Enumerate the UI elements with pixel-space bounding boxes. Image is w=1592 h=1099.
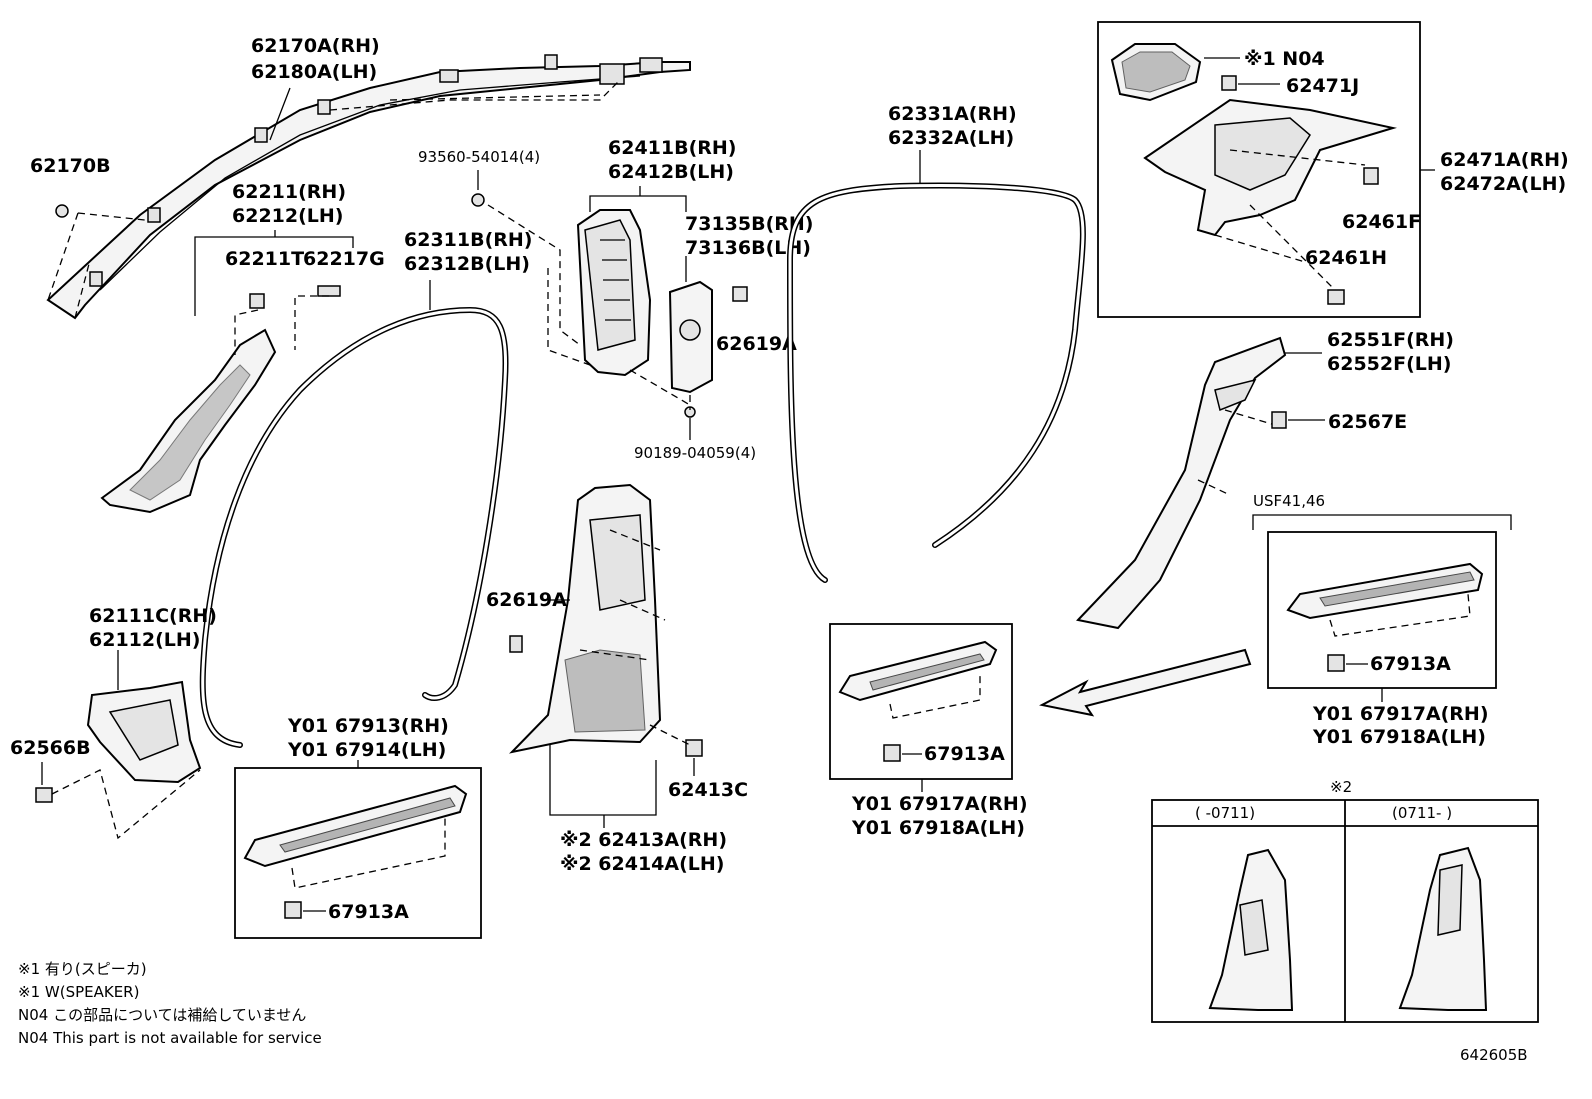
label-67913A-usf: 67913A (1370, 653, 1451, 675)
clip-62461H-icon (1327, 289, 1345, 305)
label-Y01-67914: Y01 67914(LH) (287, 739, 446, 761)
note-line-3: N04 この部品については補給していません (18, 1006, 306, 1024)
label-62112: 62112(LH) (89, 629, 200, 651)
label-62552F: 62552F(LH) (1327, 353, 1451, 375)
label-62412B: 62412B(LH) (608, 161, 734, 183)
a-pillar-garnish-part (100, 328, 277, 514)
clip-67913A-usf-icon (1327, 654, 1345, 672)
label-62461H: 62461H (1305, 247, 1387, 269)
label-Y01-67913: Y01 67913(RH) (287, 715, 449, 737)
label-62567E: 62567E (1328, 411, 1407, 433)
label-Y01-67918A: Y01 67918A(LH) (851, 817, 1025, 839)
label-62217G: 62217G (303, 248, 385, 270)
label-N04: ※1 N04 (1244, 48, 1325, 70)
clip-62461F-icon (1363, 167, 1379, 185)
note-line-2: ※1 W(SPEAKER) (18, 983, 139, 1001)
label-62619A-lower: 62619A (486, 589, 567, 611)
clip-62413C-icon (685, 739, 703, 757)
front-sill-box (234, 767, 482, 939)
clip-62217G-icon (317, 285, 341, 297)
label-62180A: 62180A(LH) (251, 61, 377, 83)
label-62212: 62212(LH) (232, 205, 343, 227)
label-ref2: ※2 (1330, 778, 1352, 796)
clip-62211T-icon (249, 293, 265, 309)
label-62566B: 62566B (10, 737, 91, 759)
label-62471J: 62471J (1286, 75, 1359, 97)
clip-62170B-icon (55, 204, 69, 218)
b-pillar-upper-garnish-part (576, 209, 652, 377)
label-62411B: 62411B(RH) (608, 137, 736, 159)
label-62471A: 62471A(RH) (1440, 149, 1569, 171)
note-line-4: N04 This part is not available for servi… (18, 1029, 322, 1047)
rear-scuff-plate-usf-part (1286, 562, 1484, 620)
label-Y01-67917A: Y01 67917A(RH) (851, 793, 1028, 815)
label-62461F: 62461F (1342, 211, 1421, 233)
clip-62619A-icon (732, 286, 748, 302)
rear-sill-box (829, 623, 1013, 780)
variant-garnish-early-part (1208, 848, 1294, 1011)
front-scuff-plate-part (243, 784, 468, 868)
label-62331A: 62331A(RH) (888, 103, 1017, 125)
label-62211: 62211(RH) (232, 181, 346, 203)
clip-62619A-lower-icon (509, 635, 523, 653)
label-73135B: 73135B(RH) (685, 213, 813, 235)
label-62619A-upper: 62619A (716, 333, 797, 355)
label-62413A: ※2 62413A(RH) (560, 829, 727, 851)
clip-62567E-icon (1271, 411, 1287, 429)
label-73136B: 73136B(LH) (685, 237, 811, 259)
clip-62566B-icon (35, 787, 53, 803)
clip-67913A-mid-icon (883, 744, 901, 762)
cowl-side-trim-part (86, 680, 202, 784)
rear-door-weatherstrip-part (786, 182, 1086, 583)
clip-67913A-front-icon (284, 901, 302, 919)
screw-93560-icon (471, 193, 485, 207)
note-line-1: ※1 有り(スピーカ) (18, 960, 147, 978)
label-67913A-front: 67913A (328, 901, 409, 923)
rear-scuff-plate-part (838, 640, 998, 702)
label-62472A: 62472A(LH) (1440, 173, 1566, 195)
label-93560: 93560-54014(4) (418, 148, 540, 166)
label-62111C: 62111C(RH) (89, 605, 217, 627)
label-USF: USF41,46 (1253, 492, 1325, 510)
label-62332A: 62332A(LH) (888, 127, 1014, 149)
label-62413C: 62413C (668, 779, 748, 801)
label-range1: ( -0711) (1195, 804, 1255, 822)
label-range2: (0711- ) (1392, 804, 1452, 822)
label-90189: 90189-04059(4) (634, 444, 756, 462)
rear-pillar-lower-trim-part (1076, 336, 1287, 630)
speaker-grille-part (1110, 43, 1202, 102)
seat-belt-cover-part (668, 280, 713, 394)
label-62170B: 62170B (30, 155, 111, 177)
label-62312B: 62312B(LH) (404, 253, 530, 275)
label-Y01-67918A-usf: Y01 67918A(LH) (1312, 726, 1486, 748)
label-62311B: 62311B(RH) (404, 229, 532, 251)
b-pillar-lower-garnish-part (509, 483, 662, 754)
label-62211T: 62211T (225, 248, 304, 270)
direction-arrow-icon (1039, 648, 1252, 717)
label-62170A: 62170A(RH) (251, 35, 380, 57)
curtain-airbag-part (46, 54, 691, 320)
label-67913A-mid: 67913A (924, 743, 1005, 765)
front-door-weatherstrip-part (199, 306, 509, 748)
label-Y01-67917A-usf: Y01 67917A(RH) (1312, 703, 1489, 725)
variant-garnish-late-part (1398, 846, 1488, 1011)
clip-62471J-icon (1221, 75, 1237, 91)
diagram-code: 642605B (1460, 1046, 1528, 1064)
label-62551F: 62551F(RH) (1327, 329, 1454, 351)
label-62414A: ※2 62414A(LH) (560, 853, 725, 875)
